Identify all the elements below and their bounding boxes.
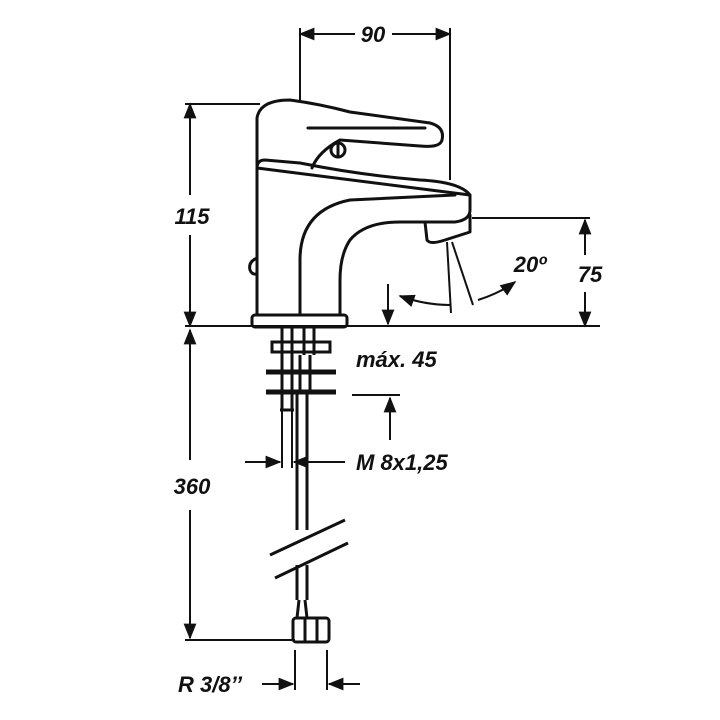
dimension-360 (183, 328, 295, 641)
label-115: 115 (174, 204, 210, 229)
faucet-body (255, 158, 472, 317)
aerator (423, 213, 472, 244)
dimension-max45 (352, 394, 400, 440)
label-75: 75 (578, 262, 603, 287)
dimension-angle (381, 241, 517, 326)
label-max45: máx. 45 (356, 347, 437, 372)
mounting-assembly (266, 327, 336, 412)
flexible-hose (269, 392, 349, 644)
side-knob (248, 256, 259, 276)
dimension-90 (298, 27, 452, 180)
label-thread: M 8x1,25 (356, 450, 448, 475)
label-90: 90 (361, 22, 386, 47)
dimension-thread (245, 410, 345, 469)
lever-handle (255, 98, 444, 170)
dimension-connection (262, 650, 360, 691)
label-angle: 20º (513, 252, 547, 277)
label-360: 360 (174, 474, 211, 499)
dimension-115 (183, 102, 600, 328)
dimension-75 (472, 217, 592, 328)
label-connection: R 3/8’’ (178, 672, 243, 697)
